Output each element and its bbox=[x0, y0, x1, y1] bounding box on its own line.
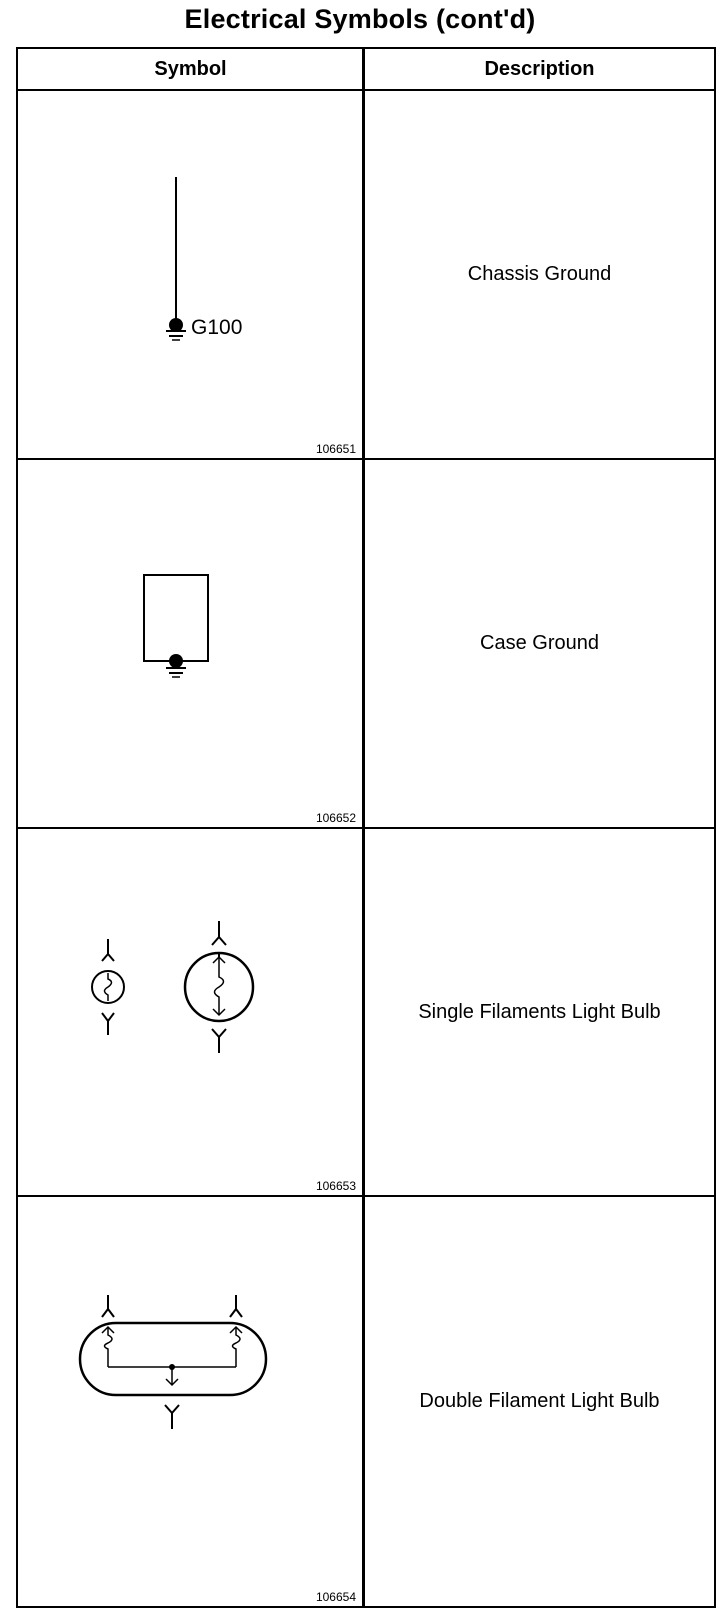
single-filament-bulb-symbol-icon bbox=[91, 921, 255, 1053]
case-ground-symbol-icon bbox=[143, 574, 209, 678]
symbol-cell: 106653 bbox=[18, 829, 362, 1195]
double-filament-bulb-symbol-icon bbox=[78, 1295, 268, 1429]
header-description: Description bbox=[484, 58, 595, 80]
symbol-cell: 106652 bbox=[18, 460, 362, 827]
table-row: G100 106651 Chassis Ground bbox=[18, 91, 714, 460]
table-row: 106653 Single Filaments Light Bulb bbox=[18, 829, 714, 1197]
ground-label: G100 bbox=[191, 316, 243, 339]
table-row: 106654 Double Filament Light Bulb bbox=[18, 1197, 714, 1606]
description-cell: Double Filament Light Bulb bbox=[419, 1390, 660, 1412]
figure-id: 106652 bbox=[315, 811, 356, 825]
figure-id: 106654 bbox=[315, 1590, 356, 1604]
table-row: 106652 Case Ground bbox=[18, 460, 714, 829]
description-cell: Case Ground bbox=[480, 632, 599, 654]
symbols-table: Symbol Description G100 106651 Chassis G… bbox=[16, 47, 716, 1608]
table-header: Symbol Description bbox=[18, 49, 714, 91]
description-cell: Single Filaments Light Bulb bbox=[418, 1000, 661, 1023]
figure-id: 106651 bbox=[315, 442, 356, 456]
symbol-cell: G100 106651 bbox=[18, 91, 362, 458]
figure-id: 106653 bbox=[315, 1179, 356, 1193]
description-cell: Chassis Ground bbox=[467, 263, 612, 285]
page-title: Electrical Symbols (cont'd) bbox=[184, 4, 536, 34]
symbol-cell: 106654 bbox=[18, 1197, 362, 1606]
header-symbol: Symbol bbox=[154, 58, 227, 80]
chassis-ground-symbol-icon bbox=[166, 177, 186, 341]
